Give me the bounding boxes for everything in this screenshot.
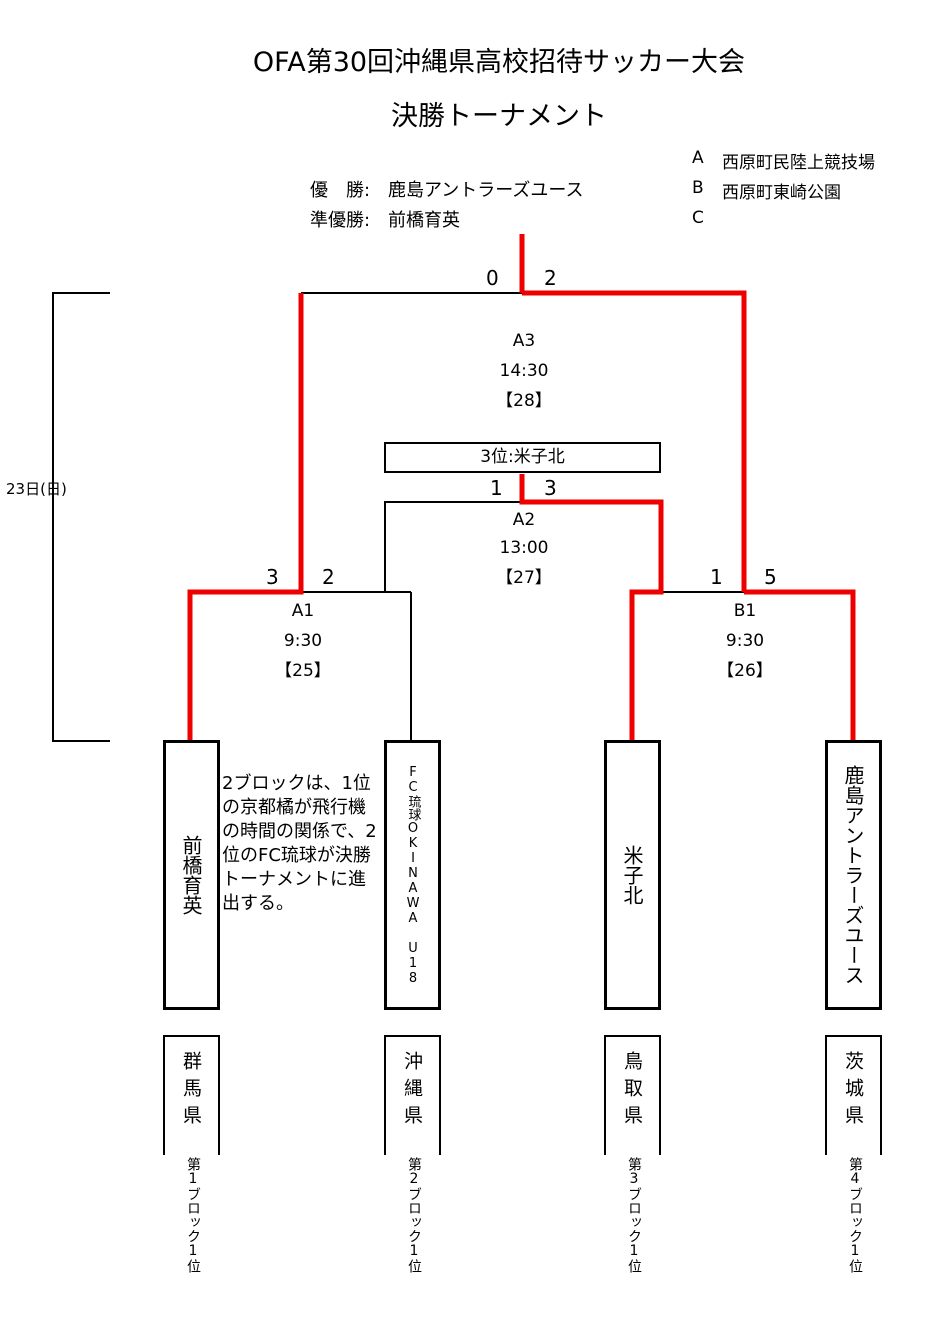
winner-label: 優 勝: [310,180,371,201]
venue-a-name: 西原町民陸上競技場 [722,153,875,173]
team-name-1: 前橋育英 [179,835,203,915]
team-box-2: FC琉球OKINAWA U18 [384,740,441,1010]
a3-time: 14:30 [499,361,549,381]
block-rank-3: 第3ブロック1位 [626,1157,642,1273]
a3-score-right: 2 [544,266,557,290]
pref-name-3: 鳥取県 [621,1051,643,1132]
a2-score-left: 1 [490,476,503,500]
page-title: OFA第30回沖縄県高校招待サッカー大会 [252,47,746,78]
a2-court: A2 [512,510,536,530]
b1-court: B1 [733,601,757,621]
a1-time: 9:30 [283,631,323,651]
a1-score-right: 2 [322,565,335,589]
a1-court: A1 [291,601,315,621]
b1-score-right: 5 [764,565,777,589]
b1-score-left: 1 [710,565,723,589]
line-third-place [519,474,664,741]
block-rank-2: 第2ブロック1位 [406,1157,422,1273]
team-box-4: 鹿島アントラーズユース [825,740,882,1010]
a2-match-no: 【27】 [496,568,552,588]
b1-time: 9:30 [725,631,765,651]
pref-name-2: 沖縄県 [401,1051,423,1132]
team-name-3: 米子北 [620,845,644,905]
runner-name: 前橋育英 [388,210,460,231]
day-bracket [52,292,110,742]
a3-score-left: 0 [486,266,499,290]
team-name-4: 鹿島アントラーズユース [841,765,865,985]
line-maebashi-semi [187,293,304,741]
line-kashima-b1 [744,589,856,741]
pref-box-1: 群馬県 [163,1035,220,1155]
pref-box-2: 沖縄県 [384,1035,441,1155]
venue-b-code: B [692,178,704,198]
winner-name: 鹿島アントラーズユース [388,180,584,201]
a3-court: A3 [512,331,536,351]
pref-name-1: 群馬県 [180,1051,202,1132]
pref-box-3: 鳥取県 [604,1035,661,1155]
team-box-3: 米子北 [604,740,661,1010]
b1-match-no: 【26】 [717,661,773,681]
a1-score-left: 3 [266,565,279,589]
block-rank-4: 第4ブロック1位 [847,1157,863,1273]
a3-match-no: 【28】 [496,391,552,411]
line-a2-left [384,501,522,592]
third-place-box: 3位:米子北 [384,442,661,473]
venue-a-code: A [692,148,704,168]
team-box-1: 前橋育英 [163,740,220,1010]
pref-box-4: 茨城県 [825,1035,882,1155]
advancement-note: 2ブロックは、1位の京都橘が飛行機の時間の関係で、2位のFC琉球が決勝トーナメン… [222,773,377,914]
team-name-2: FC琉球OKINAWA U18 [405,764,421,986]
venue-b-name: 西原町東崎公園 [722,183,841,203]
a2-time: 13:00 [499,538,549,558]
line-kashima-final [522,290,747,592]
block-rank-1: 第1ブロック1位 [185,1157,201,1273]
runner-label: 準優勝: [310,210,371,231]
a1-match-no: 【25】 [275,661,331,681]
venue-c-code: C [692,208,704,228]
date-label: 23日(日) [6,480,67,498]
a2-score-right: 3 [544,476,557,500]
page-subtitle: 決勝トーナメント [391,101,607,132]
pref-name-4: 茨城県 [842,1051,864,1132]
